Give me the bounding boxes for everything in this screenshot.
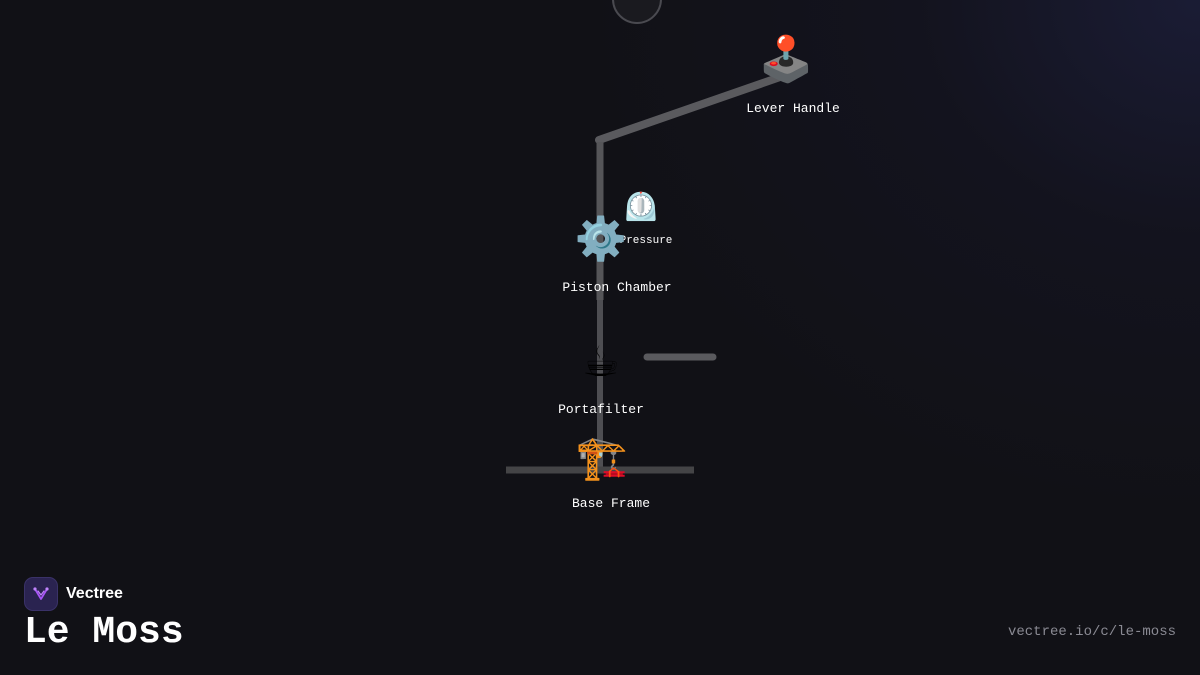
portafilter-label: Portafilter (558, 402, 644, 417)
top-node-circle[interactable] (612, 0, 662, 24)
tree-branch-icon (33, 587, 49, 600)
crane-icon[interactable]: 🏗️ (575, 433, 629, 482)
piston-chamber-label: Piston Chamber (562, 280, 672, 295)
brand-name: Vectree (66, 585, 123, 602)
page-url[interactable]: vectree.io/c/le-moss (1007, 624, 1176, 640)
lever-handle-label: Lever Handle (746, 101, 840, 116)
vectree-logo-icon[interactable] (24, 577, 58, 611)
gear-icon[interactable]: ⚙️ (574, 214, 628, 263)
base-frame-label: Base Frame (571, 496, 651, 511)
pressure-label: Pressure (619, 235, 673, 247)
brand: Vectree (24, 577, 123, 611)
page-title: Le Moss (24, 611, 184, 654)
joystick-icon[interactable]: 🕹️ (758, 34, 814, 85)
coffee-cup-icon[interactable]: ☕ (582, 337, 620, 386)
lever-arm-connector (595, 72, 787, 144)
gauge-icon[interactable]: ⏲️ (623, 190, 659, 223)
